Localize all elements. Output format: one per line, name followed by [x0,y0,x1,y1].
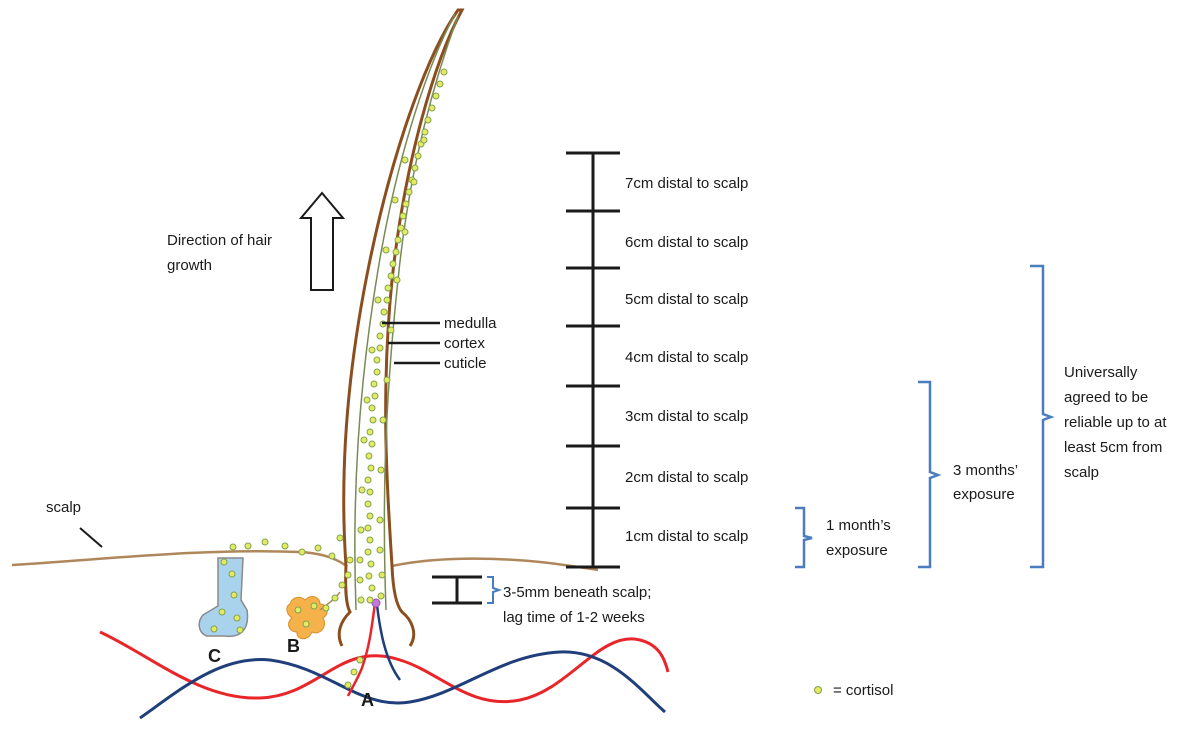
depth-label-line1: 3-5mm beneath scalp; [503,584,651,601]
scale-label-1cm: 1cm distal to scalp [625,528,748,545]
depth-bracket [487,577,499,603]
scale-label-4cm: 4cm distal to scalp [625,349,748,366]
three-months-label-line2: exposure [953,486,1015,503]
growth-arrow-icon [301,193,343,290]
scale-label-5cm: 5cm distal to scalp [625,291,748,308]
universal-label-line2: agreed to be [1064,389,1148,406]
scale-label-3cm: 3cm distal to scalp [625,408,748,425]
three-months-bracket [918,382,938,567]
sweat-gland [199,558,247,636]
one-month-bracket [795,508,812,567]
universal-label-line4: least 5cm from [1064,439,1162,456]
scale-label-2cm: 2cm distal to scalp [625,469,748,486]
hair-shaft-outer [344,10,462,566]
follicle-right [392,566,414,646]
growth-direction-label-line1: Direction of hair [167,232,272,249]
three-months-label-line1: 3 months’ [953,462,1018,479]
cortex-label: cortex [444,335,485,352]
cortisol-legend-dot-icon [815,687,822,694]
scale-label-6cm: 6cm distal to scalp [625,234,748,251]
scale-label-7cm: 7cm distal to scalp [625,175,748,192]
one-month-label-line1: 1 month’s [826,517,891,534]
universal-label-line1: Universally [1064,364,1138,381]
medulla-label: medulla [444,315,497,332]
universal-label-line3: reliable up to at [1064,414,1167,431]
cuticle-label: cuticle [444,355,487,372]
depth-label-line2: lag time of 1-2 weeks [503,609,645,626]
scalp-label: scalp [46,499,81,516]
dermal-papilla-capillary [348,603,375,696]
scalp-pointer [80,528,102,547]
universal-label-line5: scalp [1064,464,1099,481]
label-a: A [361,690,374,710]
label-b: B [287,636,300,656]
growth-direction-label-line2: growth [167,257,212,274]
one-month-label-line2: exposure [826,542,888,559]
label-c: C [208,646,221,666]
cortisol-legend-label: = cortisol [833,682,893,699]
scalp-line [12,551,598,570]
hair-cortex [355,14,458,610]
sebaceous-gland [287,597,327,639]
universal-bracket [1030,266,1051,567]
